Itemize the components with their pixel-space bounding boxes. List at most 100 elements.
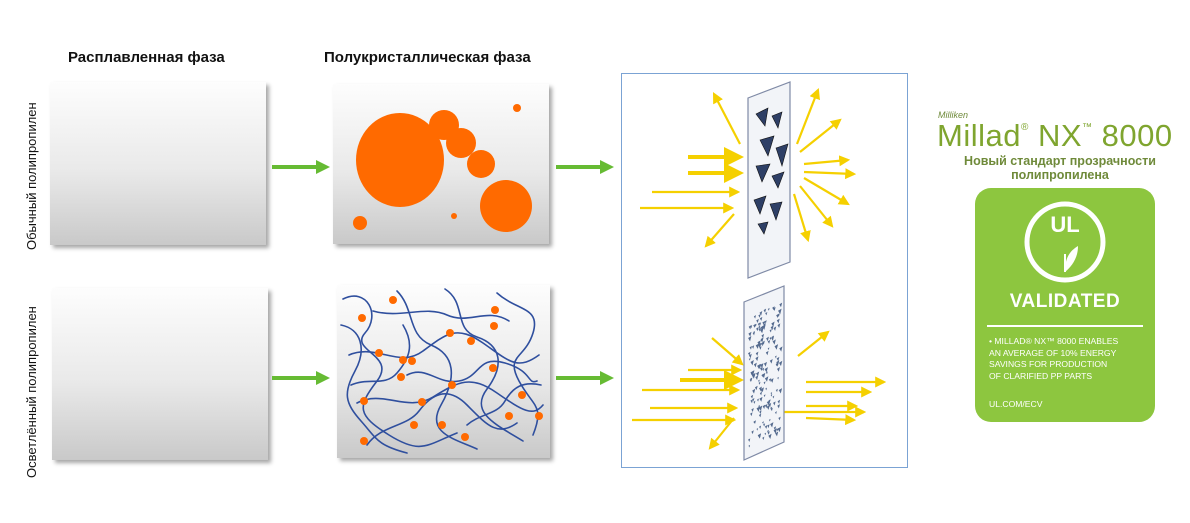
leaf-icon <box>1065 246 1078 272</box>
fine-crystal <box>759 311 763 316</box>
fine-crystal <box>748 444 751 448</box>
polymer-chain <box>366 393 518 446</box>
nucleator-dot <box>448 381 456 389</box>
fine-crystal <box>770 378 774 383</box>
fine-crystal <box>767 424 770 429</box>
melt-panel-clarified <box>52 288 268 460</box>
fine-crystal <box>771 336 774 341</box>
incident-rays-thin <box>640 186 741 214</box>
scattered-rays <box>704 87 857 248</box>
fine-crystal <box>777 313 780 317</box>
fine-crystal <box>751 407 754 412</box>
nucleator-dot <box>408 357 416 365</box>
fine-crystal <box>768 402 772 408</box>
fine-crystal <box>751 430 754 435</box>
polymer-chain <box>350 324 411 386</box>
fine-crystal <box>776 428 779 432</box>
polymer-chain <box>406 360 538 383</box>
fine-crystal <box>754 323 757 327</box>
fine-crystal <box>766 404 770 410</box>
fine-crystal <box>759 346 762 350</box>
fine-crystal <box>767 431 770 435</box>
light-ray <box>803 155 851 167</box>
trademark-mark: ™ <box>1082 122 1093 133</box>
nucleator-dot <box>461 433 469 441</box>
polymer-chain <box>496 292 539 436</box>
incident-rays-bottom <box>632 337 744 450</box>
spherulite <box>480 180 532 232</box>
crystal <box>759 135 775 157</box>
fine-crystal <box>758 405 760 408</box>
nucleator-dot <box>399 356 407 364</box>
fine-crystal <box>767 347 770 351</box>
fine-crystal <box>769 329 772 333</box>
scattering-scene <box>640 81 857 279</box>
fine-crystal <box>768 418 771 422</box>
fine-crystal <box>758 381 761 385</box>
light-ray <box>711 337 744 366</box>
polymer-chain <box>466 383 542 426</box>
spherulite <box>353 216 367 230</box>
fine-crystal <box>775 388 778 393</box>
nucleator-dot <box>505 412 513 420</box>
ul-logo-text: UL <box>1050 212 1079 237</box>
fine-crystal <box>767 339 771 344</box>
fine-crystal <box>758 405 763 412</box>
fine-crystal <box>750 325 753 329</box>
ul-logo-icon: UL <box>1024 201 1106 283</box>
fine-crystal <box>765 371 768 375</box>
fine-crystal <box>757 342 762 349</box>
fine-crystal <box>750 370 754 377</box>
ul-claim-line: AN AVERAGE OF 10% ENERGY <box>989 347 1117 358</box>
transmitted-rays <box>772 330 887 426</box>
fine-crystal <box>763 308 767 313</box>
spherulite <box>356 113 444 207</box>
light-ray <box>805 414 857 426</box>
nucleator-dot <box>518 391 526 399</box>
fine-crystal <box>765 387 767 391</box>
flow-arrow-regular-1 <box>272 160 330 174</box>
fine-crystal <box>778 360 783 367</box>
crystal <box>771 111 783 129</box>
nucleator-dot <box>491 306 499 314</box>
fine-crystal <box>756 327 759 332</box>
light-ray <box>792 193 811 243</box>
fine-crystal <box>770 394 773 397</box>
fine-crystal <box>756 427 759 431</box>
fine-crystal <box>750 399 754 404</box>
fine-crystal <box>777 399 781 404</box>
nucleator-dot <box>467 337 475 345</box>
fine-crystal <box>772 306 775 311</box>
fine-crystal <box>767 307 770 311</box>
fine-crystal <box>753 315 757 319</box>
light-ray <box>799 185 834 228</box>
ul-status: VALIDATED <box>1009 291 1121 312</box>
fine-crystal <box>762 367 765 372</box>
fine-crystal <box>753 362 757 368</box>
fine-crystal <box>750 377 753 382</box>
fine-crystal <box>758 413 762 418</box>
spherulite <box>446 128 476 158</box>
fine-crystal <box>758 379 760 383</box>
tagline-line-1: Новый стандарт прозрачности <box>964 154 1156 168</box>
polymer-chain <box>356 381 544 413</box>
fine-crystal <box>763 321 766 324</box>
fine-crystal <box>778 308 782 315</box>
polymer-chain <box>396 290 478 450</box>
fine-crystal <box>759 316 763 321</box>
column-header-semicrystalline: Полукристаллическая фаза <box>324 49 531 66</box>
fine-crystal <box>748 351 751 356</box>
product-name: Millad <box>937 118 1021 153</box>
fine-crystal <box>763 381 766 385</box>
nucleator-dot <box>397 373 405 381</box>
fine-crystal <box>770 422 774 428</box>
fine-crystal <box>756 318 759 324</box>
light-transmission-diagram <box>621 73 908 468</box>
flow-arrow-regular-2 <box>556 160 614 174</box>
fine-crystal <box>759 391 763 396</box>
fine-crystal <box>752 331 755 336</box>
fine-crystal <box>764 425 768 429</box>
crystal <box>753 195 767 215</box>
fine-crystal <box>776 356 780 362</box>
fine-crystal <box>770 407 773 412</box>
